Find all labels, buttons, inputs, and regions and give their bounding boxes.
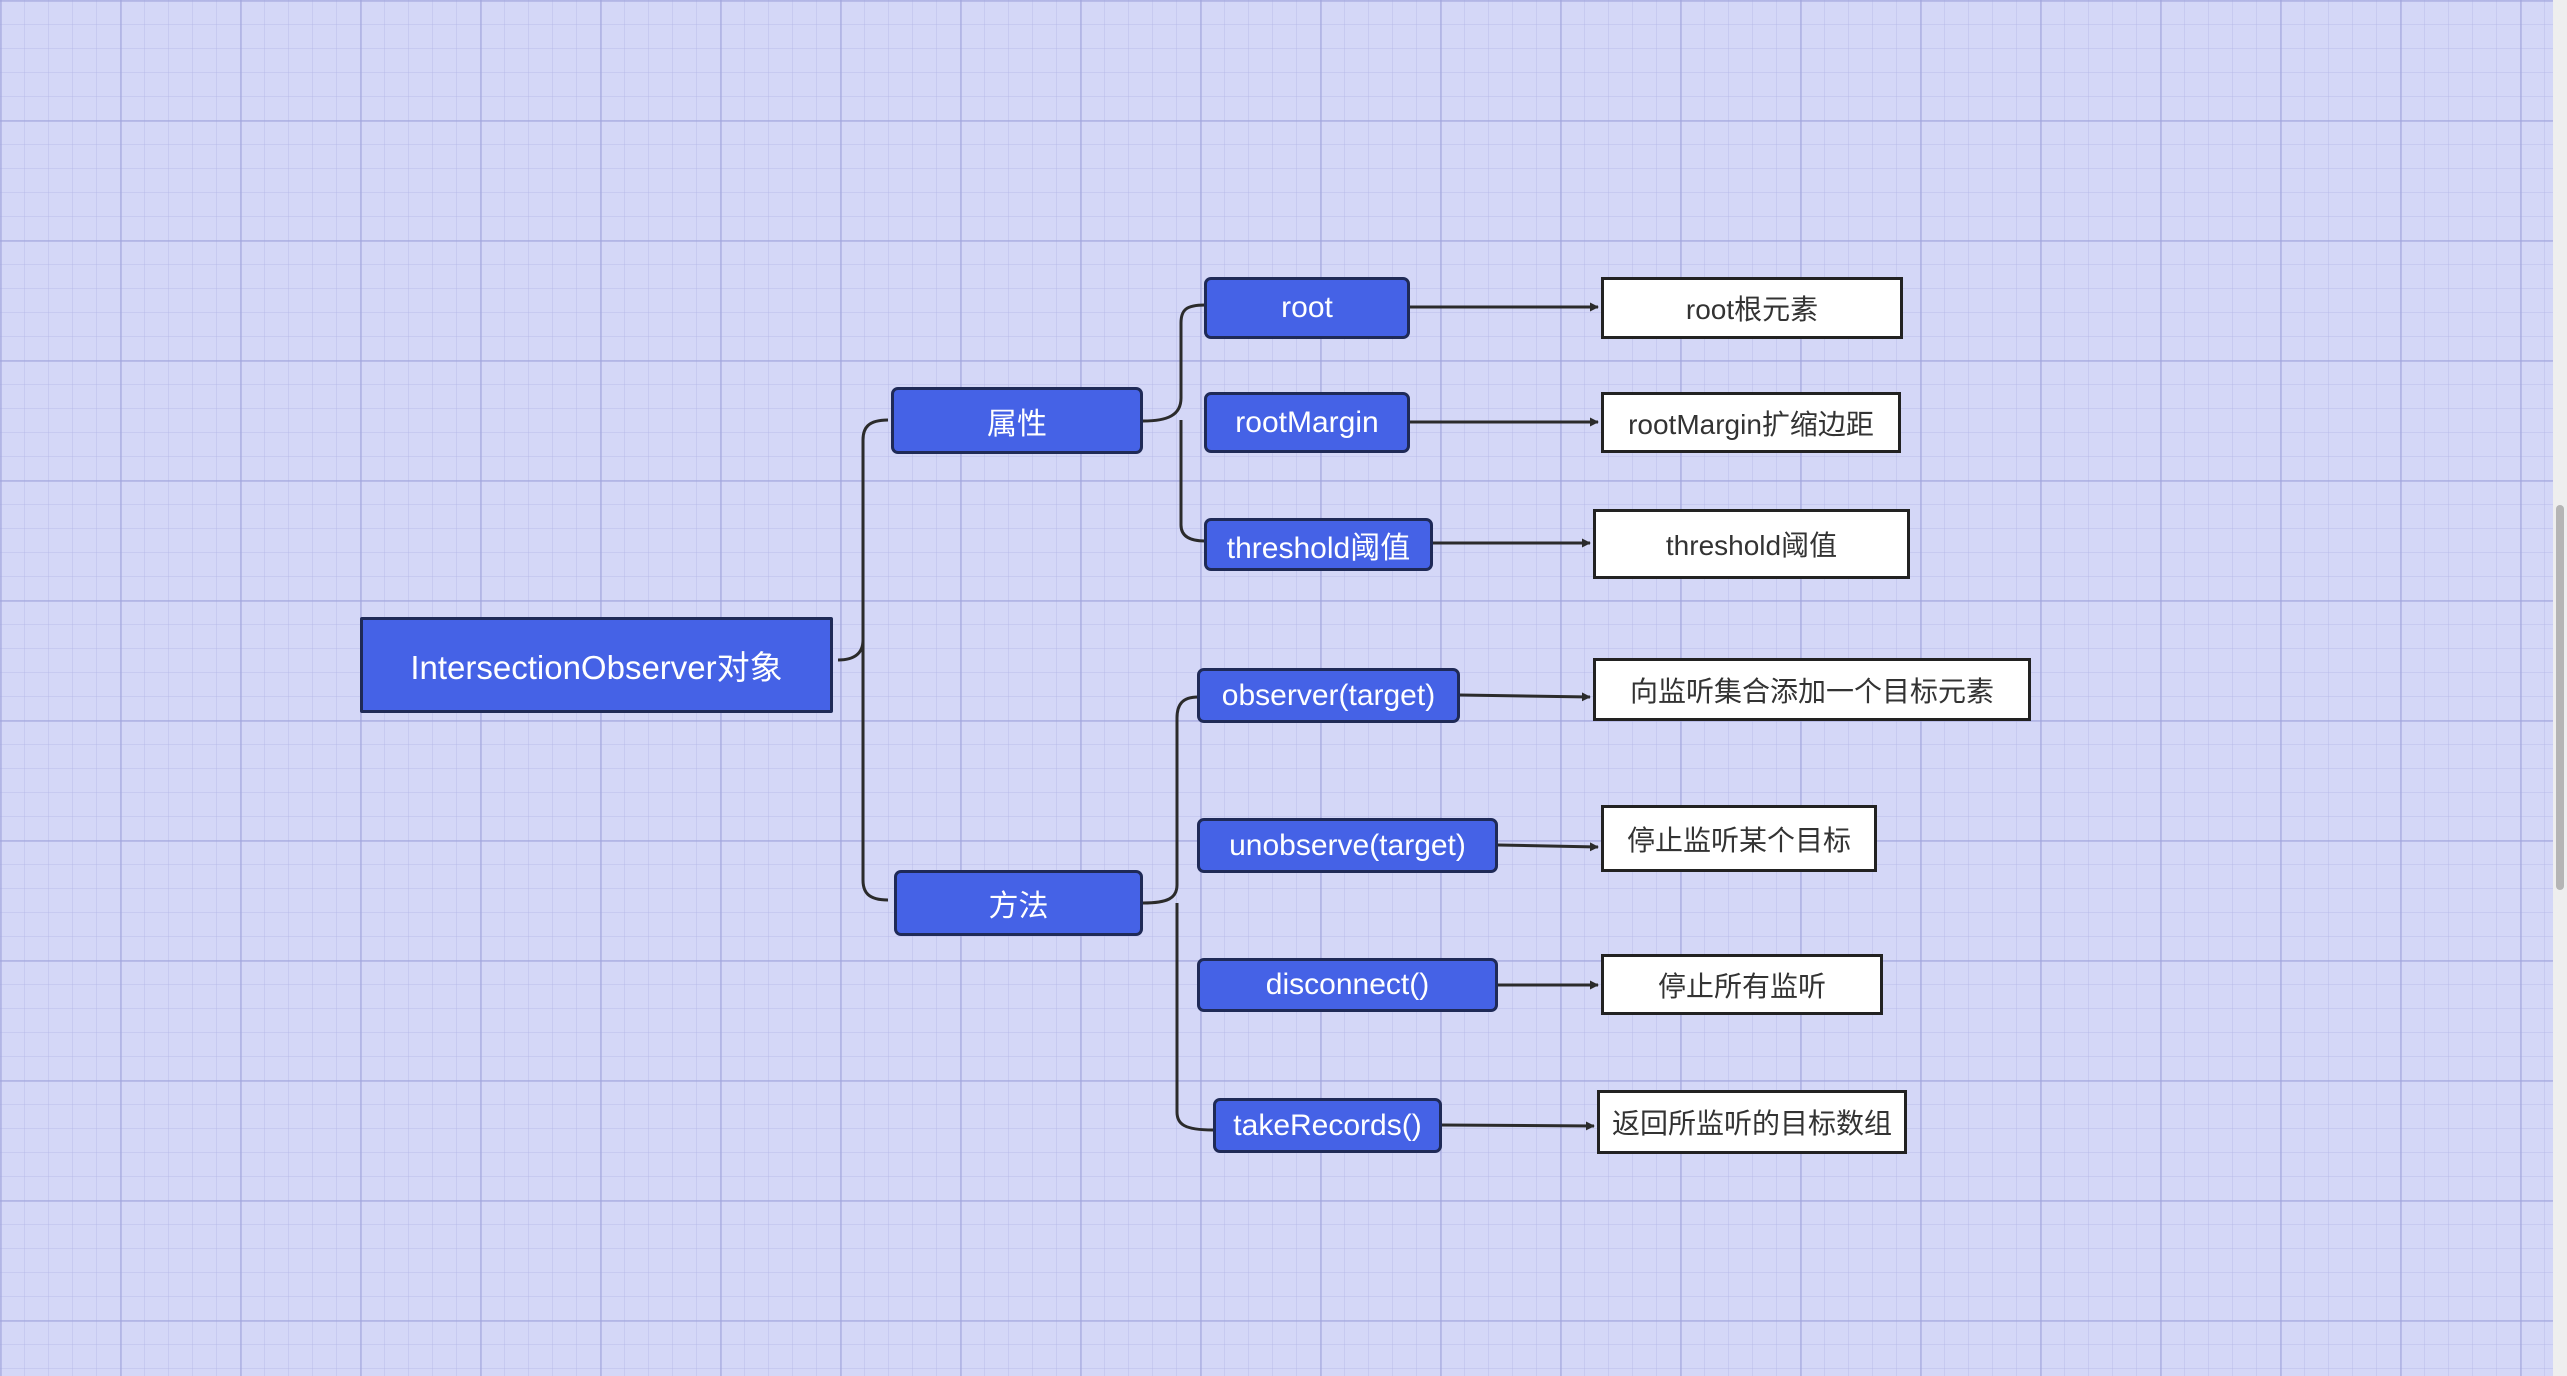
- description-unobserve-box[interactable]: 停止监听某个目标: [1601, 805, 1877, 872]
- brace-root: [837, 418, 889, 902]
- method-observer-node[interactable]: observer(target): [1197, 668, 1460, 723]
- description-rootmargin-box[interactable]: rootMargin扩缩边距: [1601, 392, 1901, 453]
- root-topic-node[interactable]: IntersectionObserver对象: [360, 617, 833, 713]
- group-methods-label: 方法: [988, 890, 1049, 923]
- arrow-takerecords: [1441, 1121, 1595, 1131]
- root-topic-label: IntersectionObserver对象: [410, 649, 783, 686]
- description-root-box[interactable]: root根元素: [1601, 277, 1903, 339]
- group-methods-node[interactable]: 方法: [894, 870, 1143, 936]
- scrollbar-thumb[interactable]: [2556, 505, 2564, 890]
- description-disconnect-box[interactable]: 停止所有监听: [1601, 954, 1883, 1015]
- method-disconnect-label: disconnect(): [1265, 968, 1430, 1001]
- brace-methods: [1142, 695, 1214, 1132]
- group-properties-node[interactable]: 属性: [891, 387, 1143, 454]
- brace-properties: [1142, 303, 1206, 543]
- property-root-node[interactable]: root: [1204, 277, 1410, 339]
- method-takerecords-node[interactable]: takeRecords(): [1213, 1098, 1442, 1153]
- method-unobserve-node[interactable]: unobserve(target): [1197, 818, 1498, 873]
- description-takerecords-box[interactable]: 返回所监听的目标数组: [1597, 1090, 1907, 1154]
- vertical-scrollbar[interactable]: [2553, 0, 2567, 1376]
- description-observer-box[interactable]: 向监听集合添加一个目标元素: [1593, 658, 2031, 721]
- group-properties-label: 属性: [987, 407, 1047, 441]
- description-observer-text: 向监听集合添加一个目标元素: [1629, 675, 1994, 707]
- arrow-unobserve: [1497, 842, 1599, 852]
- method-unobserve-label: unobserve(target): [1229, 828, 1466, 862]
- property-rootmargin-node[interactable]: rootMargin: [1204, 392, 1410, 453]
- method-disconnect-node[interactable]: disconnect(): [1197, 958, 1498, 1012]
- description-disconnect-text: 停止所有监听: [1657, 970, 1826, 1002]
- method-observer-label: observer(target): [1221, 678, 1436, 712]
- description-unobserve-text: 停止监听某个目标: [1626, 824, 1851, 856]
- property-root-label: root: [1281, 291, 1333, 324]
- description-rootmargin-text: rootMargin扩缩边距: [1628, 408, 1874, 440]
- description-root-text: root根元素: [1685, 294, 1819, 325]
- description-takerecords-text: 返回所监听的目标数组: [1611, 1108, 1892, 1139]
- property-rootmargin-label: rootMargin: [1235, 405, 1379, 439]
- method-takerecords-label: takeRecords(): [1233, 1108, 1422, 1142]
- arrow-observer: [1459, 692, 1591, 702]
- description-threshold-box[interactable]: threshold阈值: [1593, 509, 1910, 579]
- property-threshold-label: threshold阈值: [1226, 531, 1411, 565]
- property-threshold-node[interactable]: threshold阈值: [1204, 518, 1433, 571]
- description-threshold-text: threshold阈值: [1665, 530, 1838, 561]
